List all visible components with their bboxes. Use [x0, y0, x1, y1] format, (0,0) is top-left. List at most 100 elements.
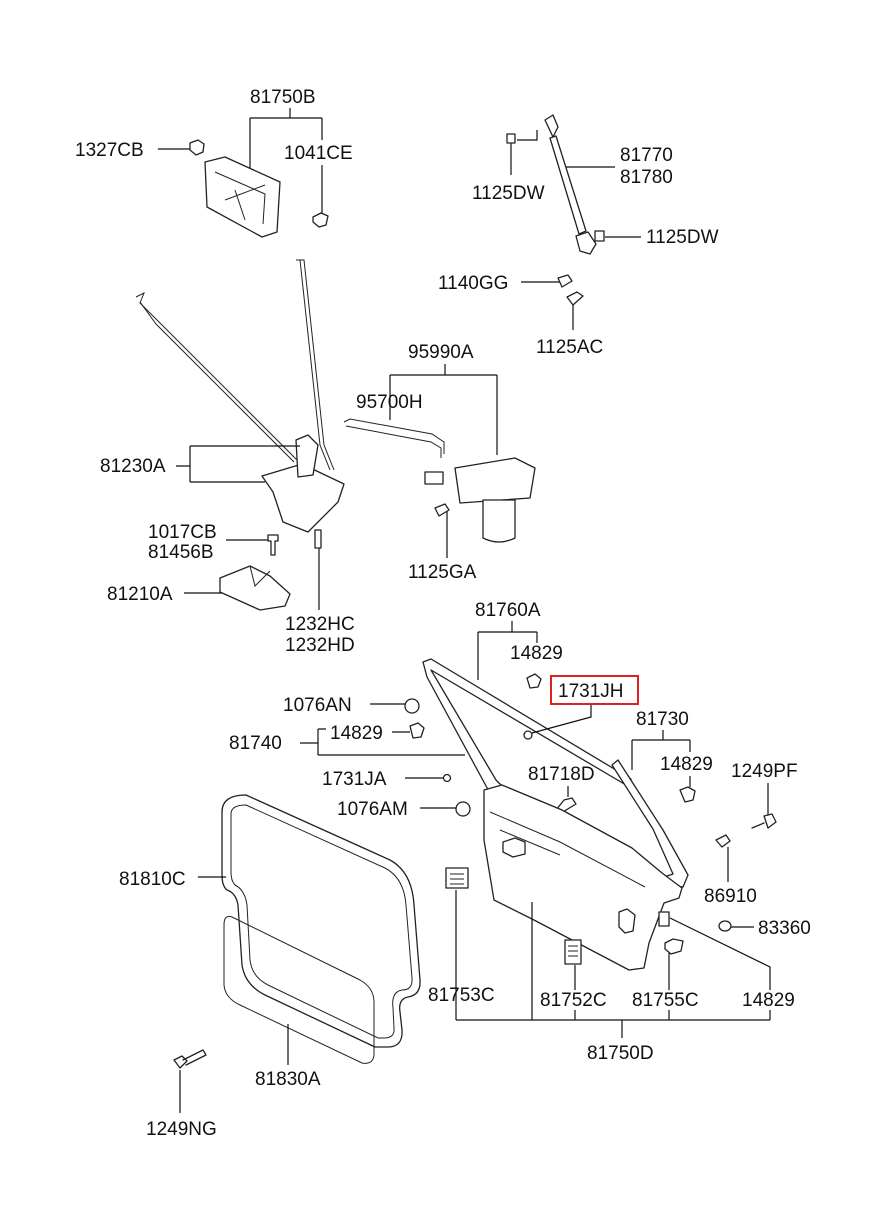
label-14829-d[interactable]: 14829 — [742, 990, 795, 1011]
label-1140GG[interactable]: 1140GG — [438, 273, 508, 294]
bolt-icon — [506, 133, 516, 144]
plug-icon — [523, 730, 533, 740]
leader-1125DW-top — [510, 130, 538, 175]
clip-14829-icon — [658, 911, 670, 927]
label-95990A[interactable]: 95990A — [408, 342, 474, 363]
clip-icon — [526, 673, 542, 689]
label-95700H[interactable]: 95700H — [356, 392, 423, 413]
label-1076AN[interactable]: 1076AN — [283, 695, 352, 716]
plug-icon — [455, 801, 471, 817]
label-14829-b[interactable]: 14829 — [330, 723, 383, 744]
label-1249NG[interactable]: 1249NG — [146, 1119, 217, 1140]
label-81750B[interactable]: 81750B — [250, 87, 316, 108]
trim-panel-detail-icon — [489, 811, 646, 888]
latch-rod-right-icon — [296, 259, 335, 471]
label-1731JH[interactable]: 1731JH — [558, 681, 624, 702]
group-81230A: 81230A — [100, 259, 345, 533]
gas-strut-icon — [549, 135, 587, 235]
label-1249PF[interactable]: 1249PF — [731, 761, 798, 782]
label-1731JA[interactable]: 1731JA — [322, 769, 387, 790]
label-83360[interactable]: 83360 — [758, 918, 811, 939]
label-81718D[interactable]: 81718D — [528, 764, 595, 785]
label-81770[interactable]: 81770 — [620, 145, 673, 166]
label-1232HC[interactable]: 1232HC — [285, 614, 355, 635]
label-14829-c[interactable]: 14829 — [660, 754, 713, 775]
label-1017CB[interactable]: 1017CB — [148, 522, 217, 543]
label-14829-a[interactable]: 14829 — [510, 643, 563, 664]
label-81830A[interactable]: 81830A — [255, 1069, 321, 1090]
highlight-box-1731JH — [550, 675, 639, 705]
label-81750D[interactable]: 81750D — [587, 1043, 654, 1064]
label-81730[interactable]: 81730 — [636, 709, 689, 730]
label-1327CB[interactable]: 1327CB — [75, 140, 144, 161]
leader-81760A — [477, 621, 538, 680]
group-81760A: 81760A 14829 1731JH 1076AN 81740 14829 1… — [229, 600, 639, 820]
strut-bottom-bracket-icon — [575, 231, 597, 255]
leader-95990A — [389, 364, 498, 455]
label-81760A[interactable]: 81760A — [475, 600, 541, 621]
handle-detail-icon — [214, 171, 266, 225]
leader-81750B — [249, 108, 323, 185]
label-81753C[interactable]: 81753C — [428, 985, 495, 1006]
label-81740[interactable]: 81740 — [229, 733, 282, 754]
plug-icon — [404, 698, 420, 714]
label-86910[interactable]: 86910 — [704, 886, 757, 907]
clip-icon — [409, 722, 425, 739]
bolt-icon — [267, 534, 279, 556]
group-81730: 81730 14829 1249PF 81718D 86910 83360 — [528, 709, 811, 939]
group-striker: 1017CB 81456B 81210A 1232HC 1232HD — [107, 522, 355, 656]
fastener-81755C-icon — [664, 938, 684, 955]
strut-top-bracket-icon — [544, 114, 559, 138]
latch-rod-left-icon — [139, 301, 295, 463]
leader-81740 — [300, 728, 465, 756]
label-1125DW-top[interactable]: 1125DW — [472, 183, 545, 204]
label-1125DW-right[interactable]: 1125DW — [646, 227, 719, 248]
group-81750D: 81753C 81752C 81755C 14829 81750D — [428, 784, 795, 1064]
leader-81230A — [176, 445, 300, 483]
screw-1249NG-icon — [173, 1049, 207, 1069]
latch-arm-icon — [295, 434, 319, 478]
plug-icon — [442, 773, 452, 783]
label-81230A[interactable]: 81230A — [100, 456, 166, 477]
group-weatherstrip: 81810C 81830A 1249NG — [119, 794, 421, 1140]
bolt-icon — [594, 230, 605, 242]
vent-81753C-icon — [445, 867, 469, 889]
latch-rod-left-icon — [135, 291, 301, 464]
trim-panel-hole-icon — [618, 908, 636, 934]
label-81752C[interactable]: 81752C — [540, 990, 607, 1011]
bolt-icon — [566, 291, 584, 306]
label-81210A[interactable]: 81210A — [107, 584, 173, 605]
screw-icon — [557, 274, 573, 288]
vent-grille-icon — [568, 945, 578, 957]
actuator-body-icon — [454, 457, 536, 504]
label-81755C[interactable]: 81755C — [632, 990, 699, 1011]
label-1076AM[interactable]: 1076AM — [337, 799, 408, 820]
leader-1731JH — [531, 705, 592, 734]
actuator-connector-icon — [424, 471, 444, 485]
group-81770: 81770 81780 1125DW 1125DW 1140GG 1125AC — [438, 114, 719, 358]
label-81456B[interactable]: 81456B — [148, 542, 214, 563]
clip-icon — [312, 212, 329, 228]
vent-81752C-icon — [564, 939, 582, 965]
clip-icon — [679, 786, 696, 803]
label-1232HD[interactable]: 1232HD — [285, 635, 355, 656]
striker-81210A-icon — [219, 565, 291, 611]
pin-icon — [715, 834, 731, 848]
weatherstrip-81810C-icon — [221, 794, 421, 1048]
group-81750B: 81750B 1327CB 1041CE — [75, 87, 353, 238]
weatherstrip-inner-icon — [230, 804, 413, 1039]
label-81780[interactable]: 81780 — [620, 167, 673, 188]
seal-81830A-icon — [223, 915, 375, 1064]
label-1041CE[interactable]: 1041CE — [284, 143, 353, 164]
handle-81750B-icon — [204, 156, 281, 238]
screw-icon — [751, 813, 777, 829]
screw-icon — [314, 529, 322, 549]
trim-panel-hole-icon — [502, 837, 526, 858]
label-81810C[interactable]: 81810C — [119, 869, 186, 890]
hose-95700H-icon — [343, 418, 445, 458]
label-1125GA[interactable]: 1125GA — [408, 562, 477, 583]
group-95990A: 95990A 95700H 1125GA — [343, 342, 536, 583]
striker-loop-icon — [249, 565, 271, 587]
label-1125AC[interactable]: 1125AC — [536, 337, 603, 358]
